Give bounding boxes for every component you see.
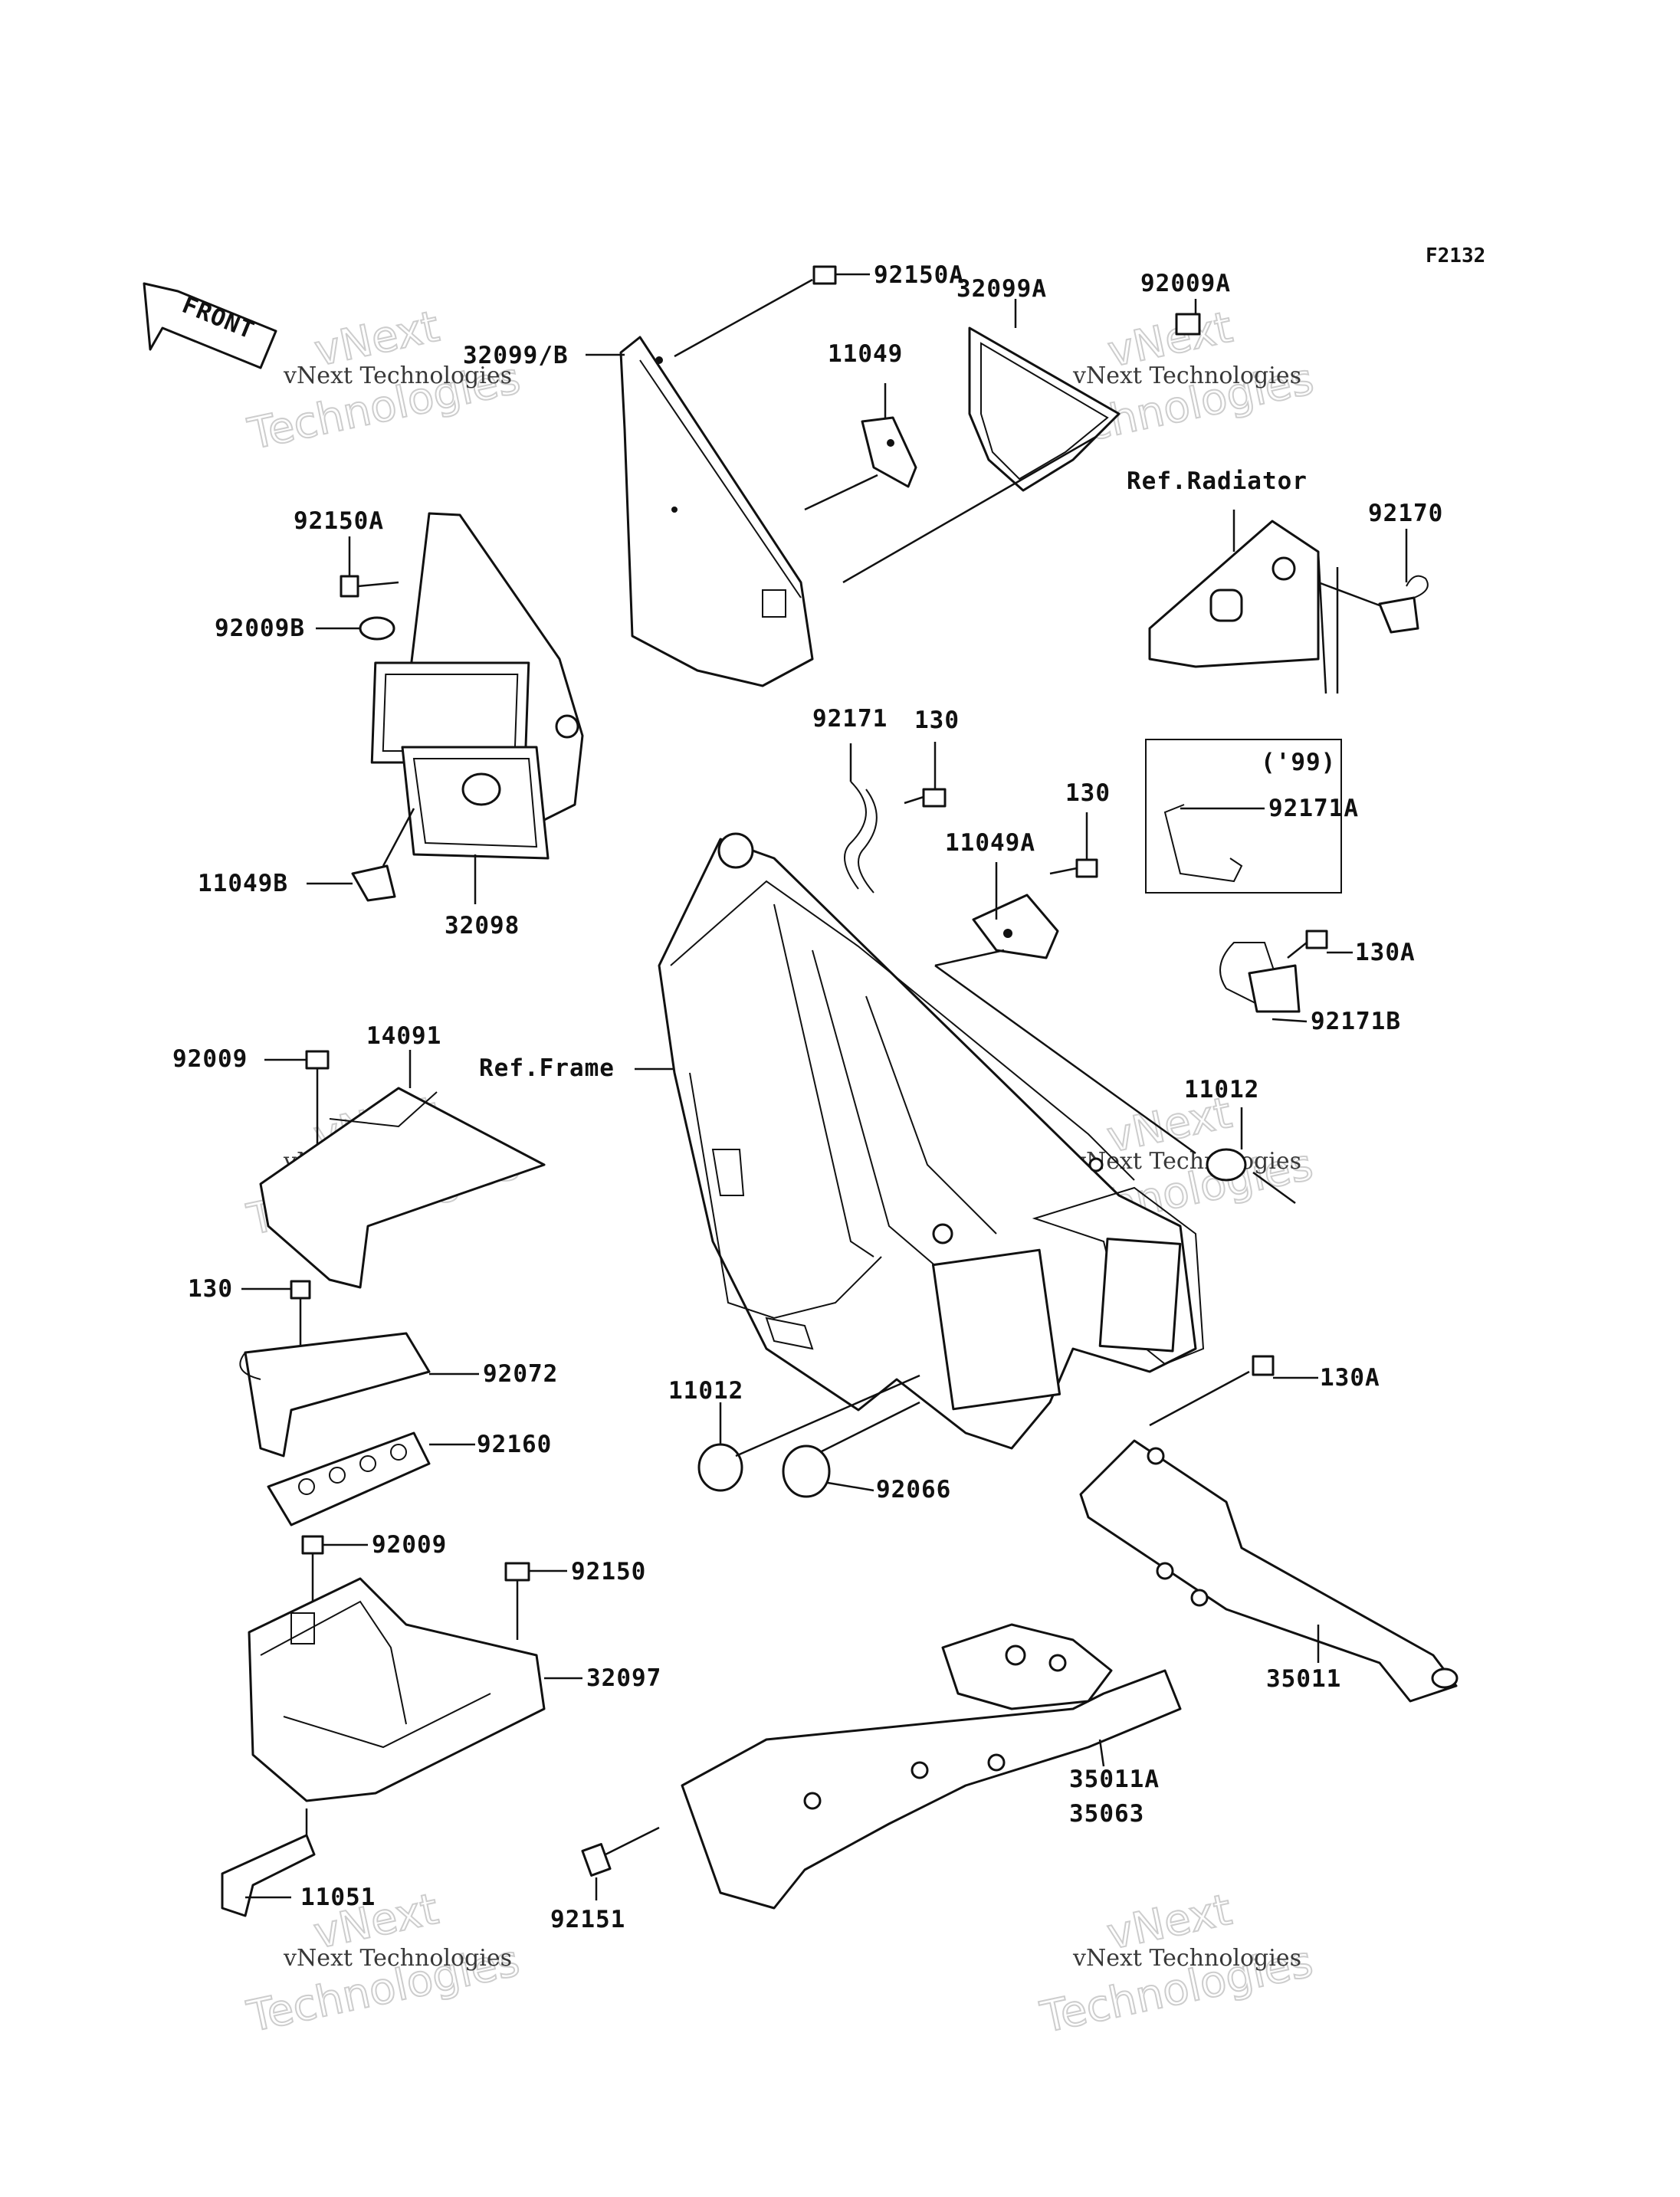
battery-case-upper[interactable] — [370, 512, 584, 821]
watermark-text-1: vNext Technologies — [283, 362, 512, 389]
label-92009-a: 92009 — [172, 1045, 248, 1073]
bolt-130A-a[interactable] — [1287, 930, 1353, 959]
label-14091: 14091 — [366, 1022, 441, 1050]
label-32099B: 32099/B — [463, 342, 569, 369]
seal-32098[interactable] — [401, 746, 550, 904]
bracket-11049[interactable] — [861, 383, 917, 488]
bolt-130-b[interactable] — [1049, 812, 1098, 878]
bracket-11049B[interactable] — [307, 808, 415, 902]
label-92171A: 92171A — [1268, 795, 1359, 822]
label-92150A-left: 92150A — [294, 507, 384, 535]
label-32099A: 32099A — [956, 275, 1047, 303]
label-35063: 35063 — [1069, 1800, 1144, 1828]
label-92009-b: 92009 — [372, 1531, 447, 1559]
bolt-92150A-top[interactable] — [812, 265, 870, 285]
label-11049: 11049 — [828, 340, 903, 368]
watermark-text-6: vNext Technologies — [1072, 1945, 1301, 1972]
bolt-130-a[interactable] — [904, 742, 947, 808]
clip-92171B[interactable] — [1219, 942, 1308, 1023]
label-11051: 11051 — [300, 1884, 376, 1911]
bolt-92150[interactable] — [504, 1562, 567, 1640]
clip-92171[interactable] — [844, 743, 878, 894]
label-92072: 92072 — [483, 1360, 558, 1388]
label-11012-a: 11012 — [1184, 1076, 1259, 1103]
label-92170: 92170 — [1368, 500, 1443, 527]
watermark-text-4: vNext Technologies — [1072, 1148, 1301, 1175]
label-35011A: 35011A — [1069, 1766, 1160, 1793]
plate-32099A[interactable] — [968, 299, 1121, 492]
bolt-92009B[interactable] — [316, 616, 395, 641]
bracket-35011[interactable] — [1079, 1439, 1459, 1703]
label-130A-b: 130A — [1320, 1364, 1380, 1392]
strap-92072[interactable] — [239, 1332, 479, 1458]
ref-frame: Ref.Frame — [479, 1054, 615, 1082]
diagram-code: F2132 — [1426, 244, 1485, 267]
bolt-92150A-left[interactable] — [340, 536, 399, 598]
label-92150A-top: 92150A — [874, 261, 964, 289]
bracket-11049A[interactable] — [972, 862, 1059, 959]
label-130-b: 130 — [1065, 779, 1111, 807]
label-130A-a: 130A — [1355, 939, 1416, 966]
bolt-92009A[interactable] — [1175, 299, 1201, 336]
label-92009B: 92009B — [215, 615, 305, 642]
bolt-130-c[interactable] — [241, 1280, 311, 1349]
label-92171: 92171 — [812, 705, 888, 733]
label-92150: 92150 — [571, 1558, 646, 1585]
bolt-92009-b[interactable] — [301, 1535, 368, 1609]
label-11049B: 11049B — [198, 870, 288, 897]
front-arrow-icon: FRONT — [143, 282, 277, 369]
model-year-note: ('99) — [1261, 749, 1336, 776]
ref-radiator: Ref.Radiator — [1127, 467, 1308, 495]
label-11049A: 11049A — [945, 829, 1035, 857]
frame-ref — [658, 832, 1205, 1450]
plug-11012-left[interactable] — [697, 1374, 920, 1492]
grommet-11012-right[interactable] — [1206, 1107, 1247, 1182]
clip-92170[interactable] — [1317, 529, 1429, 634]
label-92160: 92160 — [477, 1431, 552, 1458]
watermark-text-5: vNext Technologies — [283, 1945, 512, 1972]
label-92151: 92151 — [550, 1906, 625, 1933]
cover-14091[interactable] — [259, 1050, 546, 1289]
label-130-a: 130 — [914, 707, 960, 734]
side-cover-32099B[interactable] — [619, 336, 814, 687]
label-32098: 32098 — [445, 912, 520, 939]
label-35011: 35011 — [1266, 1665, 1341, 1693]
pad-92160[interactable] — [267, 1431, 475, 1526]
tray-32097[interactable] — [248, 1577, 582, 1802]
radiator-ref-part — [1148, 510, 1339, 694]
bolt-92151[interactable] — [581, 1826, 660, 1900]
label-92171B: 92171B — [1311, 1008, 1401, 1035]
bracket-11051[interactable] — [221, 1808, 316, 1917]
label-92009A: 92009A — [1140, 270, 1231, 297]
bolt-92009-a[interactable] — [264, 1050, 330, 1149]
inset-box-99: ('99) — [1145, 739, 1342, 894]
label-11012-b: 11012 — [668, 1377, 743, 1405]
bolt-130A-b[interactable] — [1149, 1355, 1318, 1427]
rail-35011A[interactable] — [681, 1623, 1182, 1910]
label-32097: 32097 — [586, 1664, 661, 1692]
label-130-c: 130 — [188, 1275, 233, 1303]
plug-92066[interactable] — [782, 1401, 920, 1498]
watermark-text-2: vNext Technologies — [1072, 362, 1301, 389]
label-92066: 92066 — [876, 1476, 951, 1503]
